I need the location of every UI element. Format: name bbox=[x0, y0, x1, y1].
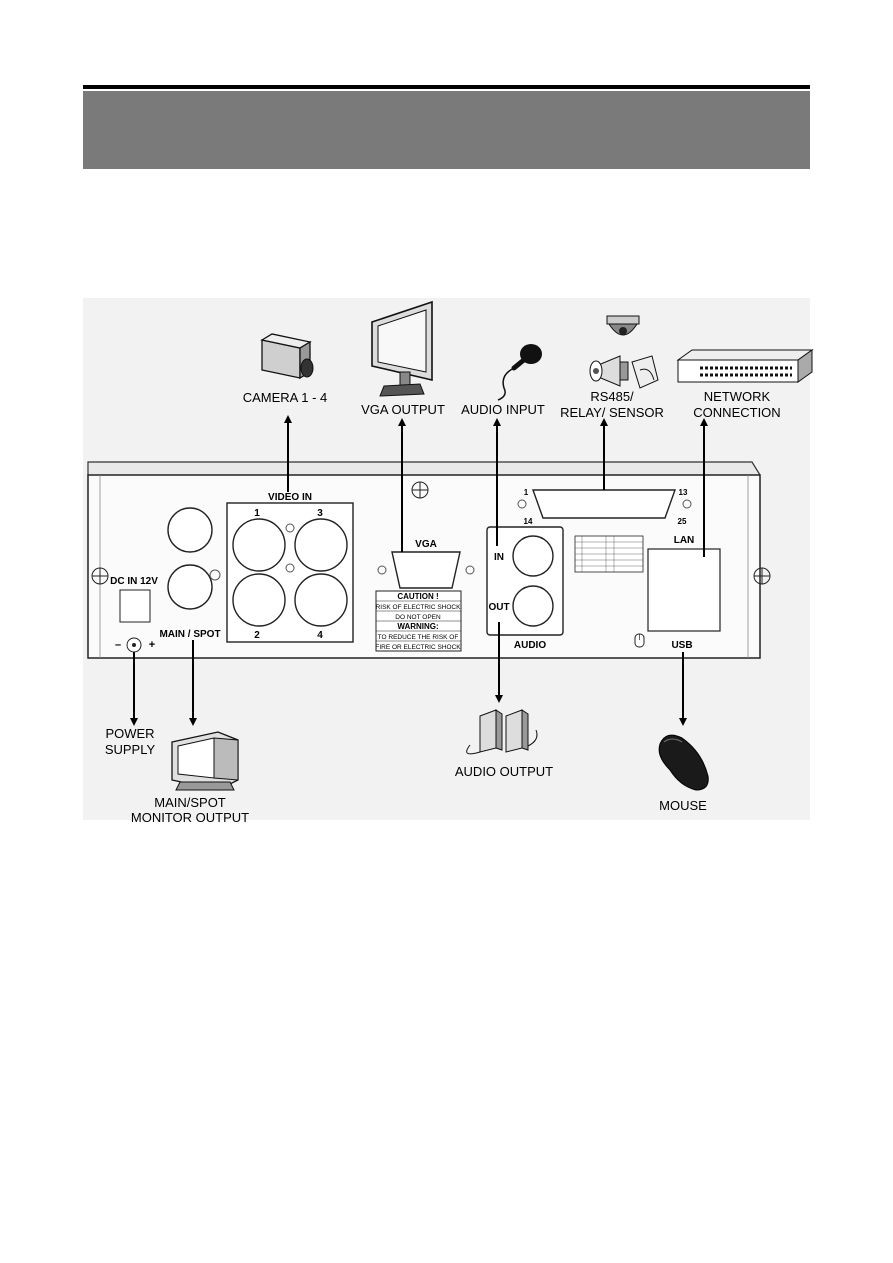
pin-assignment-table bbox=[574, 535, 644, 573]
network-switch-icon bbox=[676, 349, 814, 383]
db25-pin-25: 25 bbox=[678, 517, 687, 526]
main-spot-label: MAIN / SPOT bbox=[159, 629, 220, 640]
header-rule bbox=[83, 85, 810, 89]
speakers-icon bbox=[466, 709, 538, 755]
audio-in-label: IN bbox=[494, 552, 504, 563]
vga-label: VGA bbox=[415, 539, 437, 550]
header-banner bbox=[83, 91, 810, 169]
bnc-2-label: 2 bbox=[254, 630, 260, 641]
vga-port bbox=[377, 551, 475, 589]
network-label-line-1: NETWORK bbox=[704, 389, 771, 404]
bnc-4-label: 4 bbox=[317, 630, 323, 641]
caution-line-2: DO NOT OPEN bbox=[395, 614, 441, 621]
warning-line-1: TO REDUCE THE RISK OF bbox=[378, 634, 459, 641]
caution-title: CAUTION ! bbox=[397, 592, 438, 601]
dc-in-jack bbox=[119, 589, 151, 653]
sensor-icon bbox=[631, 355, 659, 389]
video-in-block bbox=[226, 502, 354, 643]
lan-port bbox=[647, 548, 721, 632]
screw-icon bbox=[91, 567, 109, 585]
mouse-icon bbox=[658, 734, 709, 791]
monitor-label-line-1: MAIN/SPOT bbox=[154, 795, 226, 810]
caution-line-1: RISK OF ELECTRIC SHOCK bbox=[376, 604, 462, 611]
bnc-connector-icon bbox=[167, 507, 221, 610]
usb-label: USB bbox=[671, 640, 692, 651]
warning-line-2: FIRE OR ELECTRIC SHOCK bbox=[375, 644, 461, 651]
screw-icon bbox=[411, 481, 429, 499]
db25-port bbox=[517, 489, 692, 519]
lcd-monitor-icon bbox=[371, 300, 433, 397]
vga-output-label: VGA OUTPUT bbox=[361, 402, 445, 417]
mouse-small-icon bbox=[634, 633, 645, 648]
camera-icon bbox=[260, 333, 314, 380]
db25-pin-14: 14 bbox=[524, 517, 533, 526]
audio-label: AUDIO bbox=[514, 640, 546, 651]
crt-monitor-icon bbox=[171, 731, 239, 791]
monitor-label-line-2: MONITOR OUTPUT bbox=[131, 810, 249, 825]
rs485-label-line-2: RELAY/ SENSOR bbox=[560, 405, 664, 420]
siren-icon bbox=[589, 355, 629, 387]
video-in-label: VIDEO IN bbox=[268, 492, 312, 503]
microphone-icon bbox=[497, 344, 542, 401]
db25-pin-1: 1 bbox=[524, 488, 529, 497]
audio-output-label: AUDIO OUTPUT bbox=[455, 764, 553, 779]
screw-icon bbox=[753, 567, 771, 585]
dc-in-label: DC IN 12V bbox=[110, 576, 158, 587]
audio-input-label: AUDIO INPUT bbox=[461, 402, 545, 417]
polarity-plus: + bbox=[149, 639, 155, 651]
camera-label: CAMERA 1 - 4 bbox=[243, 390, 328, 405]
power-label-line-2: SUPPLY bbox=[105, 742, 156, 757]
dome-camera-icon bbox=[606, 315, 640, 336]
lan-label: LAN bbox=[674, 535, 695, 546]
bnc-1-label: 1 bbox=[254, 508, 260, 519]
polarity-minus: – bbox=[115, 639, 121, 651]
mouse-label: MOUSE bbox=[659, 798, 707, 813]
rs485-label-line-1: RS485/ bbox=[590, 389, 634, 404]
audio-out-label: OUT bbox=[488, 602, 509, 613]
bnc-3-label: 3 bbox=[317, 508, 323, 519]
caution-label bbox=[375, 590, 462, 652]
audio-block bbox=[486, 526, 564, 636]
power-label-line-1: POWER bbox=[105, 726, 154, 741]
db25-pin-13: 13 bbox=[679, 488, 688, 497]
warning-title: WARNING: bbox=[397, 622, 438, 631]
network-label-line-2: CONNECTION bbox=[693, 405, 780, 420]
